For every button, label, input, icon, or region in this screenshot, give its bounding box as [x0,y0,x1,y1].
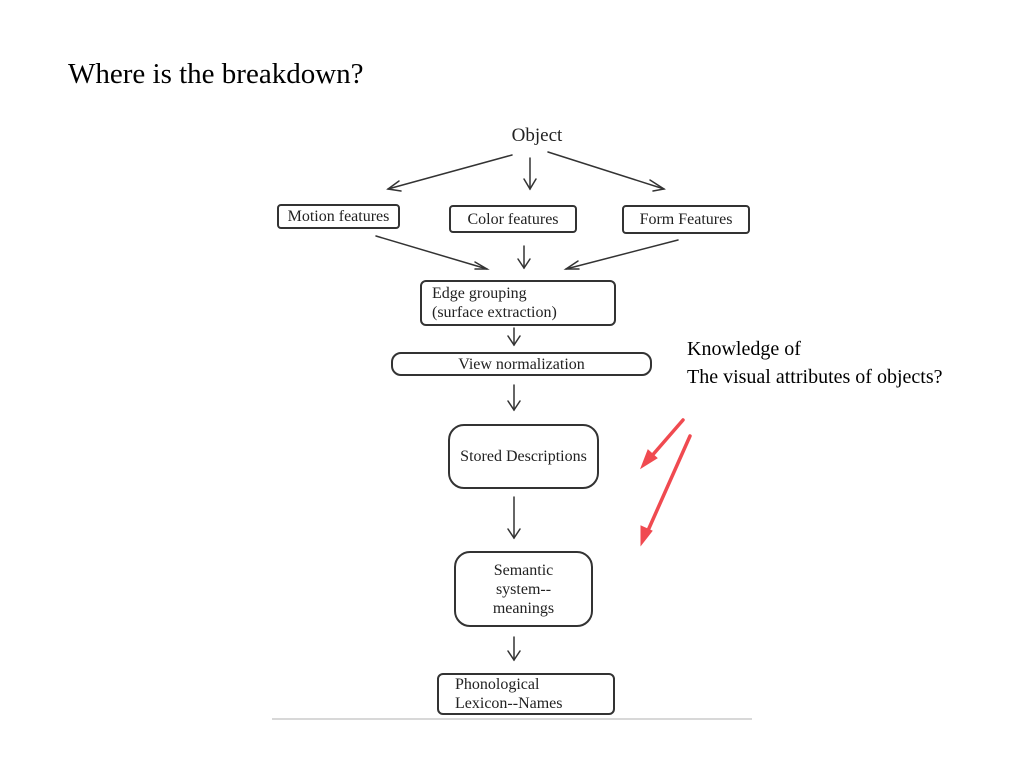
form-features-label: Form Features [639,211,733,228]
stored-descriptions-box: Stored Descriptions [448,424,599,489]
motion-features-label: Motion features [287,208,390,225]
slide-title: Where is the breakdown? [68,58,364,90]
object-label: Object [511,125,563,146]
semantic-system-box: Semantic system-- meanings [454,551,593,627]
knowledge-line-1: Knowledge of [687,338,801,360]
semantic-line-2: system-- [495,580,552,598]
semantic-line-3: meanings [492,599,555,617]
phonological-line-1: Phonological [455,676,540,693]
knowledge-line-2: The visual attributes of objects? [687,366,943,388]
color-features-label: Color features [467,210,559,228]
view-normalization-label: View normalization [458,355,585,373]
stored-descriptions-label: Stored Descriptions [460,448,587,465]
edge-grouping-box: Edge grouping (surface extraction) [420,280,616,326]
phonological-line-2: Lexicon--Names [455,695,563,712]
edge-grouping-line-1: Edge grouping [432,285,527,302]
knowledge-annotation: Knowledge of The visual attributes of ob… [687,335,942,391]
phonological-lexicon-box: Phonological Lexicon--Names [437,673,615,715]
motion-features-box: Motion features [277,204,400,229]
figure-bottom-edge [272,718,752,720]
edge-grouping-line-2: (surface extraction) [432,304,557,321]
form-features-box: Form Features [622,205,750,234]
view-normalization-box: View normalization [391,352,652,376]
semantic-line-1: Semantic [493,561,554,579]
color-features-box: Color features [449,205,577,233]
